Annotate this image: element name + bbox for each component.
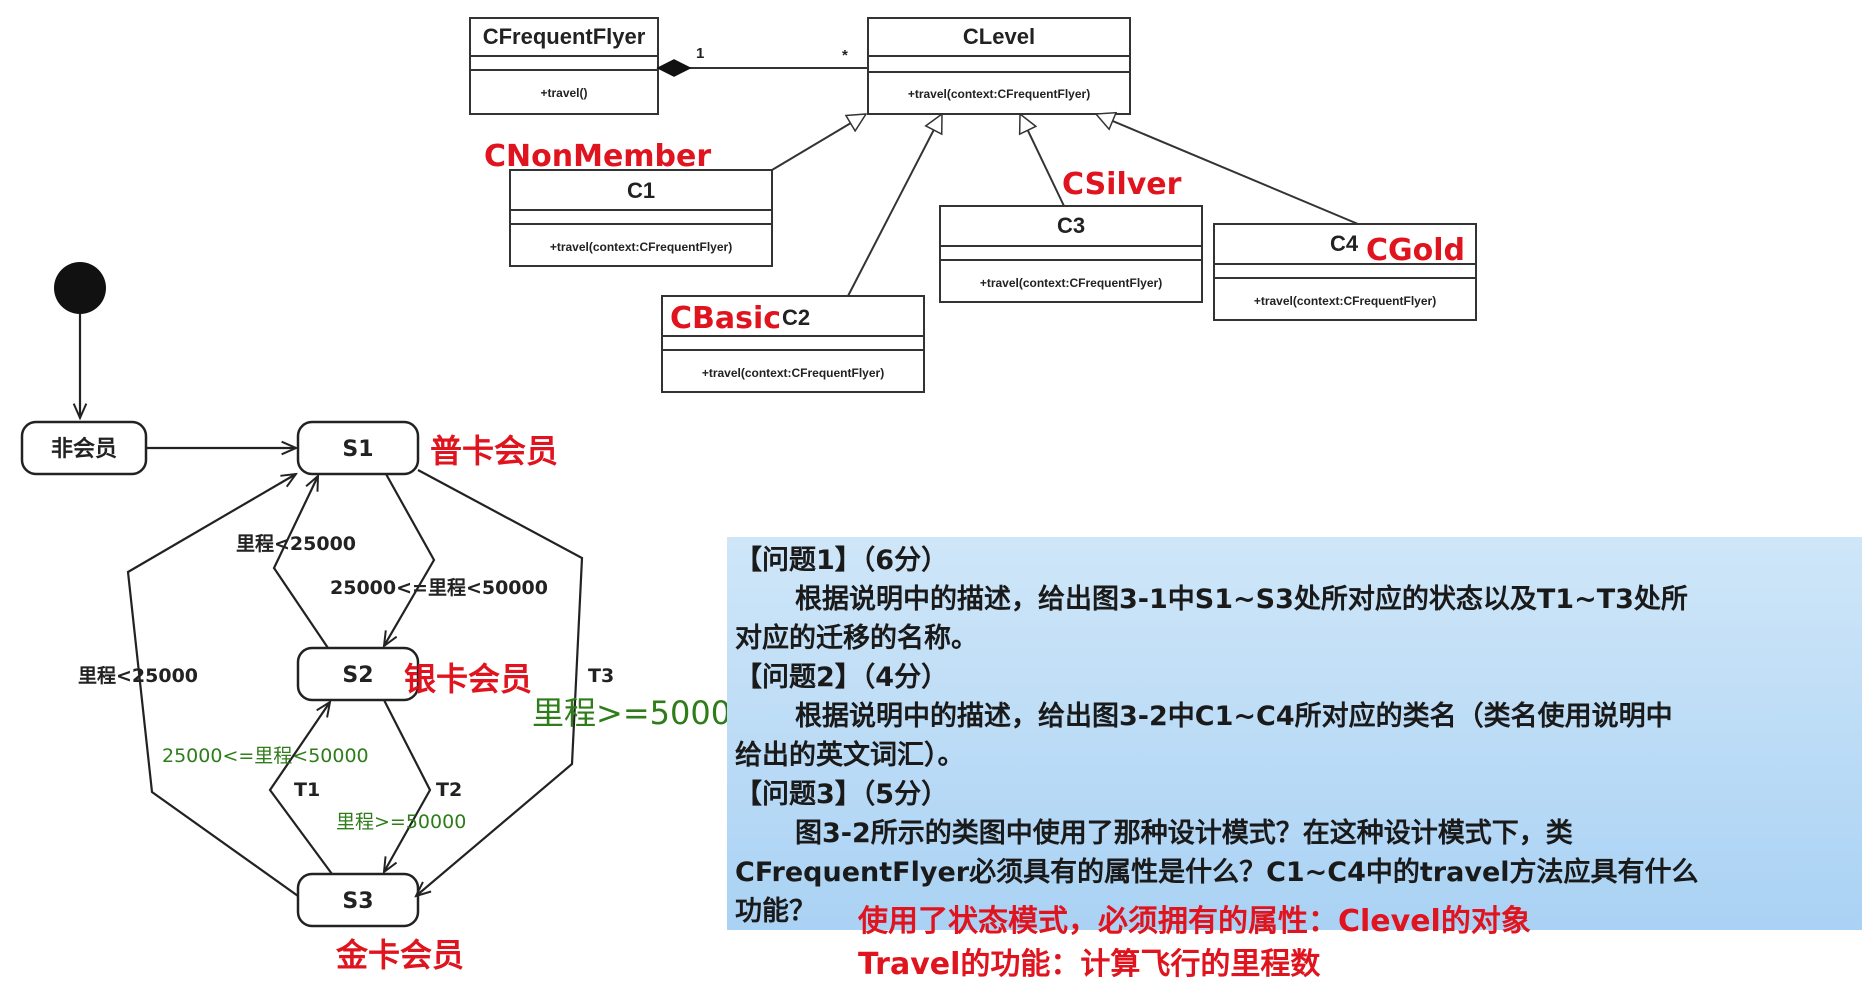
- transition-t3: T3: [588, 665, 614, 687]
- question-3-text-cont: CFrequentFlyer必须具有的属性是什么？C1~C4中的travel方法…: [735, 857, 1699, 888]
- state-s2-label: S2: [342, 663, 373, 688]
- question-3-title: 【问题3】（5分）: [735, 779, 949, 810]
- state-s2: [296, 646, 420, 702]
- answer-t2: 里程>=50000: [336, 811, 466, 833]
- answer-line-1: 使用了状态模式，必须拥有的属性：Clevel的对象: [858, 904, 1531, 939]
- transition-s2-s1: 里程<25000: [236, 533, 356, 555]
- generalization-arrows: [771, 114, 1359, 297]
- state-diagram: 非会员 S1 S2 S3 里程<25000 25000<=里程<50000 里程…: [20, 262, 751, 974]
- initial-state-dot: [54, 262, 106, 314]
- class-c2: C2 +travel(context:CFrequentFlyer): [661, 295, 925, 393]
- transition-t2: T2: [436, 779, 462, 801]
- class-title: CLevel: [963, 24, 1035, 49]
- question-1-text-cont: 对应的迁移的名称。: [735, 623, 978, 654]
- question-2-text: 根据说明中的描述，给出图3-2中C1~C4所对应的类名（类名使用说明中: [795, 701, 1673, 732]
- state-s1: [296, 420, 420, 476]
- class-title: C4: [1330, 231, 1359, 256]
- class-title: C2: [782, 305, 810, 330]
- answer-t1: 25000<=里程<50000: [162, 745, 369, 767]
- class-method: +travel(context:CFrequentFlyer): [980, 276, 1162, 290]
- class-method: +travel(context:CFrequentFlyer): [702, 366, 884, 380]
- transition-t1: T1: [294, 779, 320, 801]
- class-c4: C4 +travel(context:CFrequentFlyer): [1213, 223, 1477, 321]
- transition-s1-s2: 25000<=里程<50000: [330, 577, 548, 599]
- question-2-title: 【问题2】（4分）: [735, 662, 949, 693]
- answer-cgold: CGold: [1366, 233, 1465, 268]
- answer-s2: 银卡会员: [404, 660, 532, 698]
- class-title: C3: [1057, 213, 1085, 238]
- class-c1: C1 +travel(context:CFrequentFlyer): [509, 169, 773, 267]
- answer-cbasic: CBasic: [670, 301, 781, 336]
- answer-cnonmember: CNonMember: [484, 139, 711, 174]
- class-clevel: CLevel +travel(context:CFrequentFlyer): [867, 17, 1131, 115]
- answer-s3: 金卡会员: [335, 936, 464, 974]
- answer-line-2: Travel的功能：计算飞行的里程数: [858, 947, 1321, 982]
- question-1-title: 【问题1】（6分）: [735, 545, 949, 576]
- state-s3: [296, 872, 420, 928]
- answer-s1: 普卡会员: [430, 432, 558, 470]
- question-3-text: 图3-2所示的类图中使用了那种设计模式？在这种设计模式下，类: [795, 818, 1573, 849]
- transition-s3-s1: 里程<25000: [78, 665, 198, 687]
- state-s1-label: S1: [342, 437, 373, 462]
- class-title: C1: [627, 178, 655, 203]
- composition-association: 1 *: [656, 45, 868, 77]
- answer-block: 使用了状态模式，必须拥有的属性：Clevel的对象 Travel的功能：计算飞行…: [858, 900, 1858, 986]
- multiplicity-one: 1: [696, 45, 704, 62]
- class-title: CFrequentFlyer: [483, 24, 646, 49]
- class-method: +travel(context:CFrequentFlyer): [550, 240, 732, 254]
- question-3-text-end: 功能？: [735, 896, 816, 927]
- class-c3: C3 +travel(context:CFrequentFlyer): [939, 205, 1203, 303]
- multiplicity-many: *: [842, 47, 848, 64]
- question-2-text-cont: 给出的英文词汇）。: [735, 740, 965, 771]
- state-s3-label: S3: [342, 889, 373, 914]
- question-1-text: 根据说明中的描述，给出图3-1中S1~S3处所对应的状态以及T1~T3处所: [795, 584, 1688, 615]
- questions-panel: 【问题1】（6分） 根据说明中的描述，给出图3-1中S1~S3处所对应的状态以及…: [727, 537, 1862, 930]
- class-method: +travel(context:CFrequentFlyer): [908, 87, 1090, 101]
- answer-csilver: CSilver: [1062, 167, 1182, 202]
- state-nonmember-label: 非会员: [51, 436, 117, 462]
- answer-t3: 里程>=50000: [532, 694, 751, 732]
- class-method: +travel(): [540, 86, 587, 100]
- class-cfrequentflyer: CFrequentFlyer +travel(): [469, 17, 659, 115]
- class-method: +travel(context:CFrequentFlyer): [1254, 294, 1436, 308]
